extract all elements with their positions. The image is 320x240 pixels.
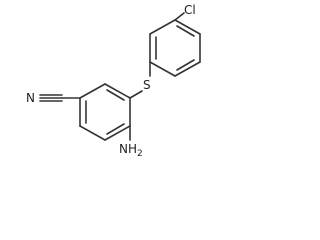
- amino-label: NH2: [119, 142, 143, 159]
- ring2-bond-bottom-right: [174, 61, 201, 77]
- chlorine-bond: [174, 12, 185, 21]
- molecule-structure: N NH2 S Cl: [26, 3, 201, 159]
- ring1-bond-top-left: [79, 83, 106, 99]
- ring2-bond-top-right: [174, 19, 201, 35]
- nitrile-nitrogen-label: N: [26, 91, 35, 105]
- chlorophenyl-ring: [149, 19, 201, 77]
- thioether-linkage: S: [129, 61, 151, 99]
- benzonitrile-ring: [79, 83, 131, 141]
- ring1-bond-top-right: [104, 83, 131, 99]
- nitrile-group: N: [26, 91, 81, 105]
- ring1-double-bond-2: [106, 123, 125, 135]
- ring1-to-sulfur-bond: [129, 90, 143, 99]
- amino-group: NH2: [119, 125, 143, 159]
- ring1-bond-bottom-right: [104, 125, 131, 141]
- amino-subscript: 2: [137, 149, 143, 159]
- ring2-bond-bottom-left: [149, 61, 176, 77]
- chlorine-label: Cl: [184, 3, 196, 17]
- ring2-bond-top-left: [149, 19, 176, 35]
- ring1-double-bond-1: [106, 89, 125, 101]
- chloro-group: Cl: [174, 3, 196, 21]
- ring1-bond-bottom-left: [79, 125, 106, 141]
- molecule-canvas: N NH2 S Cl: [0, 0, 220, 163]
- sulfur-label: S: [143, 78, 151, 92]
- ring2-double-bond-2: [176, 59, 195, 71]
- ring2-double-bond-3: [176, 25, 195, 37]
